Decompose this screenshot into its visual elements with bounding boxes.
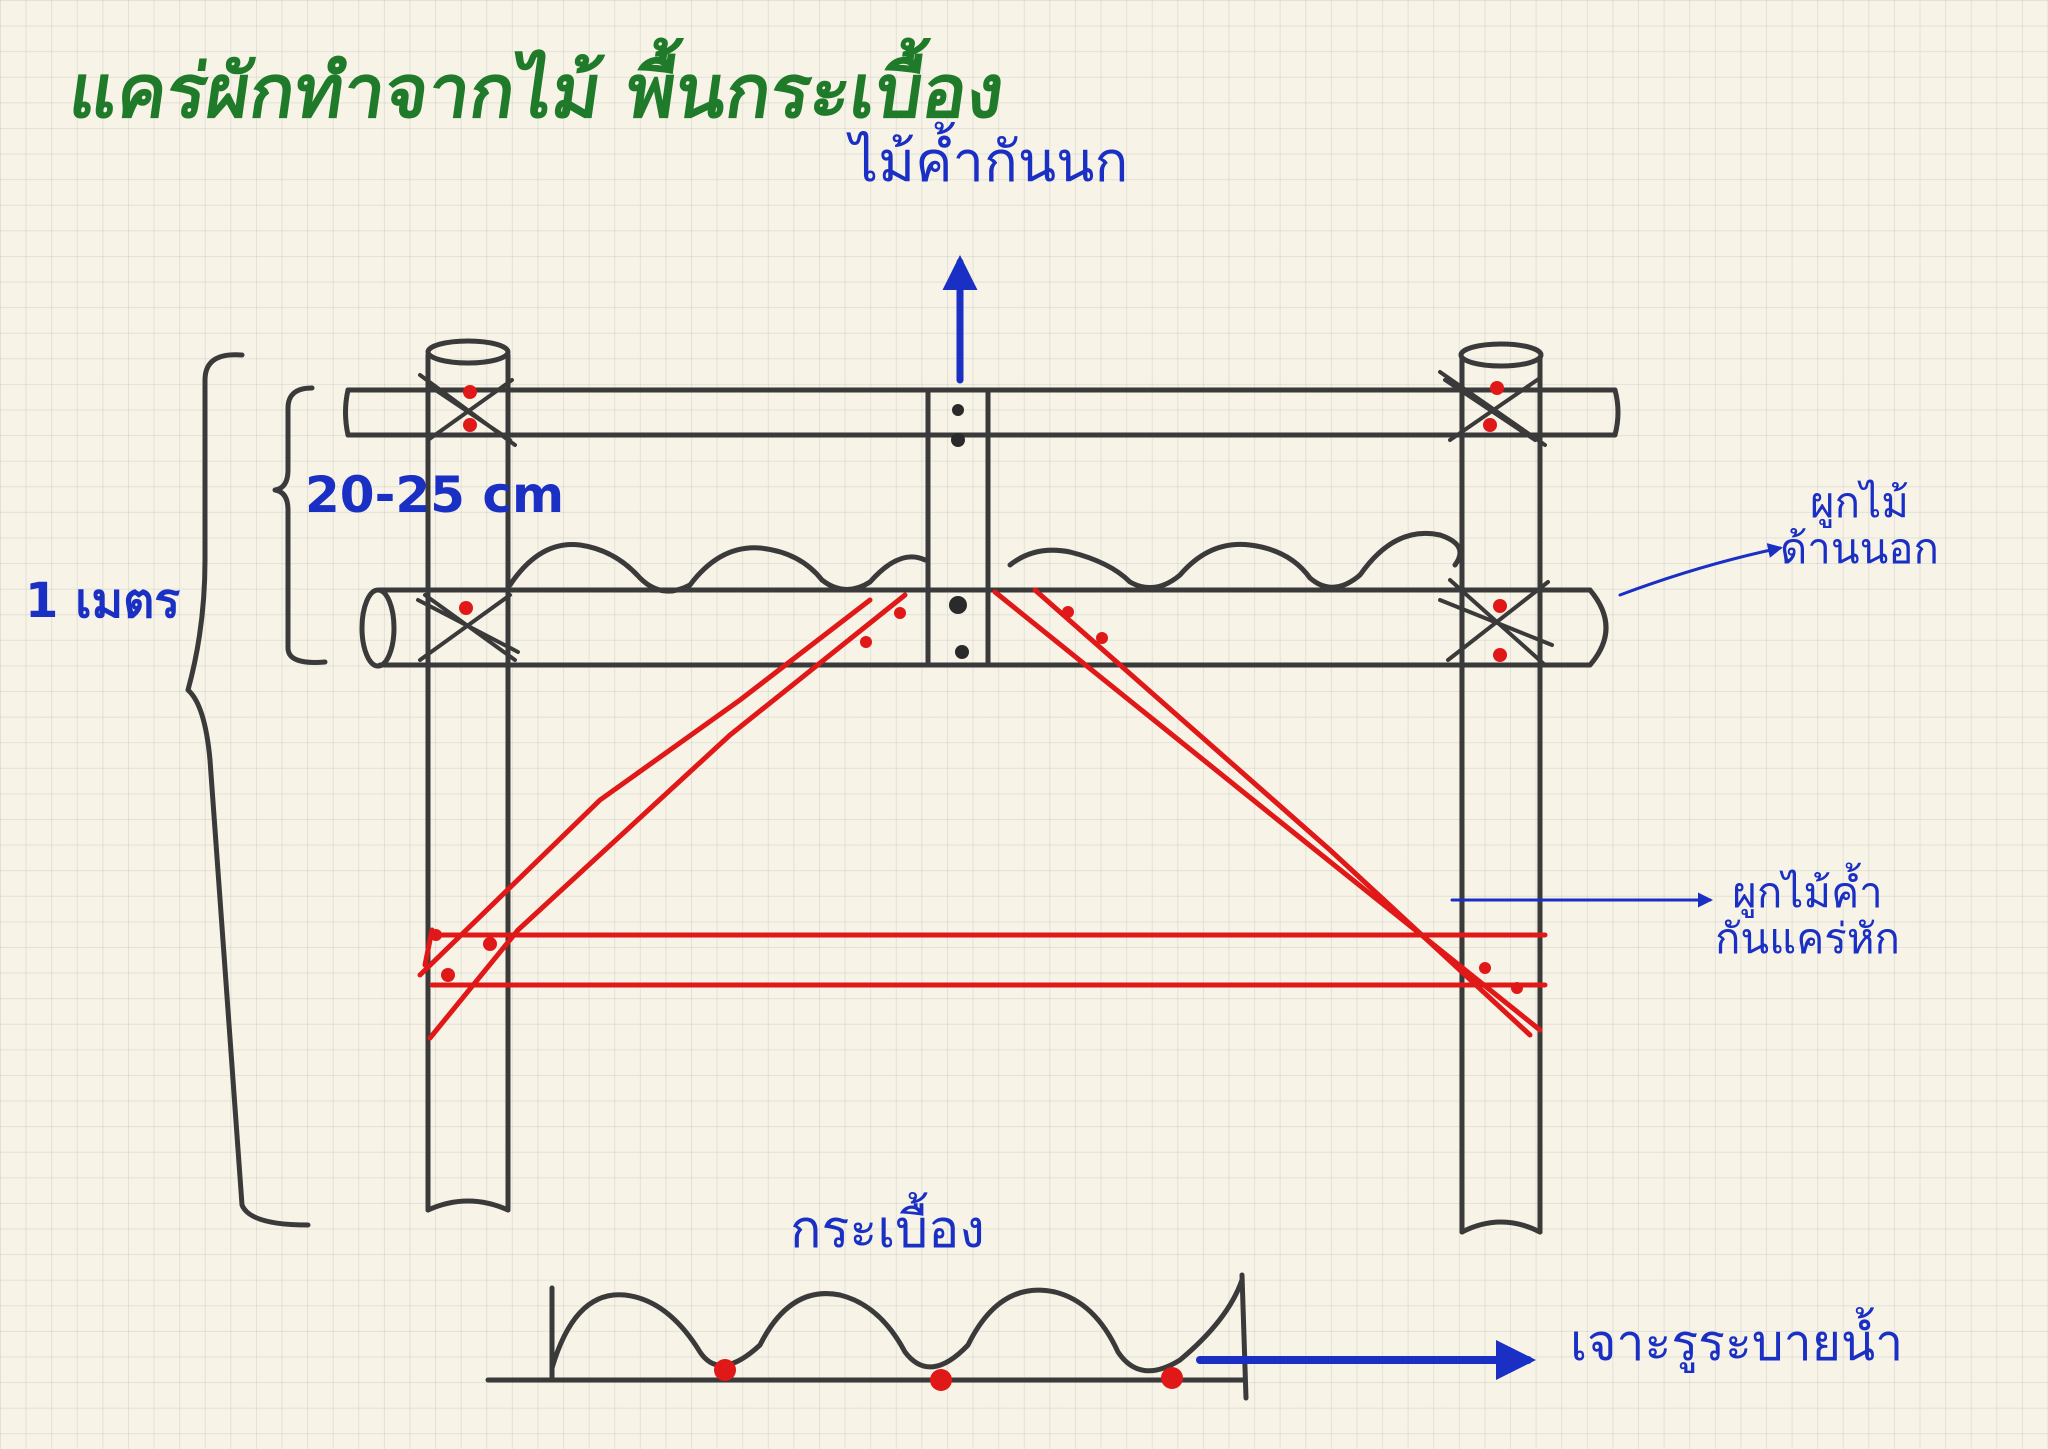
diagram-title: แคร่ผักทำจากไม้ พื้นกระเบื้อง — [64, 49, 1010, 135]
small-dimension-brace — [272, 385, 328, 665]
label-tie-brace-line-1: ผูกไม้ค้ำ — [1732, 868, 1883, 917]
label-tie-brace: ผูกไม้ค้ำ กันแคร่หัก — [1715, 868, 1900, 964]
top-rail — [343, 387, 1621, 438]
left-leg — [425, 338, 511, 1213]
brace-right-diagonal-inner — [1032, 587, 1533, 1038]
brace-left-diagonal-outer — [417, 597, 873, 978]
brace-left-diagonal-inner — [427, 592, 908, 1041]
center-post — [925, 389, 991, 665]
label-tie-outer-line-2: ด้านนอก — [1780, 524, 1939, 574]
label-dimension-1-meter: 1 เมตร — [25, 573, 181, 629]
label-tile: กระเบื้อง — [790, 1200, 985, 1260]
label-tie-brace-line-2: กันแคร่หัก — [1715, 914, 1900, 964]
lashing-marks — [416, 370, 1554, 667]
right-leg — [1458, 341, 1544, 1235]
label-support-pole: ไม้ค้ำกันนก — [850, 130, 1129, 195]
joint-dots — [430, 381, 1523, 1391]
label-dimension-20-25cm: 20-25 cm — [305, 466, 565, 524]
arrow-tie-outer — [1618, 543, 1783, 597]
label-drain-holes: เจาะรูระบายน้ำ — [1570, 1314, 1904, 1372]
lower-rail — [359, 587, 1609, 669]
bolt-dots — [949, 404, 969, 659]
annotation-arrows — [942, 255, 1783, 1380]
label-tie-outer-line-1: ผูกไม้ — [1810, 478, 1909, 527]
tile-wave-side — [507, 530, 1463, 594]
large-dimension-brace — [185, 352, 311, 1228]
label-tie-outer: ผูกไม้ ด้านนอก — [1780, 478, 1939, 574]
brace-right-diagonal-outer — [992, 589, 1543, 1033]
red-braces — [417, 587, 1548, 1041]
tile-cross-section — [485, 1272, 1249, 1401]
